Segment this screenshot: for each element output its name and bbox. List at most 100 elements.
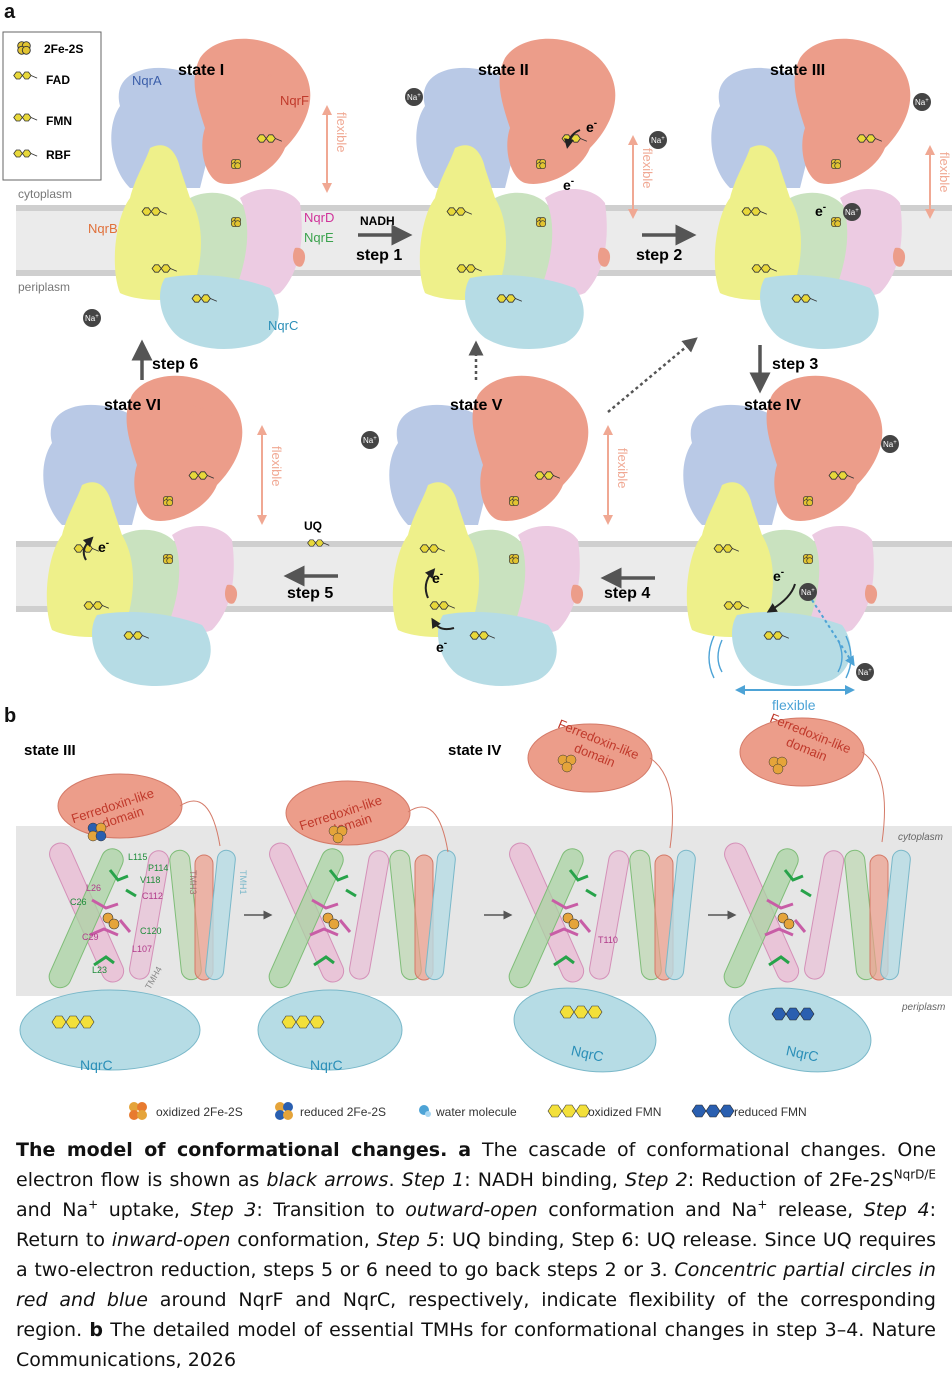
step-label: step 2 (636, 247, 682, 264)
water-molecule-icon (419, 1105, 431, 1117)
flexible-label: flexible (615, 448, 630, 488)
svg-text:Na+: Na+ (85, 314, 99, 323)
svg-text:V118: V118 (140, 875, 160, 885)
svg-text:L26: L26 (86, 883, 101, 893)
svg-text:L115: L115 (128, 852, 147, 862)
state-label: state II (478, 62, 529, 79)
sodium-ion-icon (856, 663, 874, 681)
svg-text:C29: C29 (82, 932, 99, 942)
sodium-ion-icon (913, 93, 931, 111)
caption-panel-a: a (458, 1139, 472, 1161)
svg-text:C120: C120 (140, 926, 162, 936)
iron-sulfur-cluster-icon (17, 41, 31, 55)
residue-labels: L115 P114 V118 L26 C112 C26 C120 C29 L10… (70, 852, 618, 991)
caption-text: : NADH binding, (464, 1169, 626, 1191)
svg-text:e-: e- (436, 638, 447, 655)
periplasm-label: periplasm (901, 1002, 945, 1013)
state-label: state IV (744, 397, 801, 414)
svg-text:Na+: Na+ (915, 98, 929, 107)
legend-label: FAD (46, 73, 70, 87)
step-arrows: NADH step 1 step 2 step 3 step 4 step 5 … (131, 214, 818, 602)
caption-text: : Reduction of 2Fe-2S (687, 1169, 894, 1191)
subunit-label: NqrB (88, 221, 118, 236)
svg-text:P114: P114 (148, 863, 168, 873)
svg-text:NqrC: NqrC (570, 1042, 605, 1064)
svg-text:Na+: Na+ (883, 440, 897, 449)
step-label: step 1 (356, 247, 402, 264)
caption-text: : UQ binding, Step 6: UQ release. Since … (16, 1229, 936, 1281)
svg-text:e-: e- (773, 567, 784, 584)
svg-text:oxidized FMN: oxidized FMN (588, 1105, 661, 1119)
svg-text:C26: C26 (70, 897, 87, 907)
flexible-label: flexible (937, 152, 952, 192)
oxidized-iron-sulfur-icon (129, 1102, 147, 1120)
svg-text:L107: L107 (132, 944, 152, 954)
svg-text:C112: C112 (142, 891, 163, 901)
caption-emphasis: inward-open (111, 1229, 231, 1251)
caption-step: Step 4 (863, 1199, 930, 1221)
caption-emphasis: black arrows (266, 1169, 389, 1191)
caption-text: uptake, (98, 1199, 191, 1221)
sodium-ion-icon (83, 309, 101, 327)
flexible-label: flexible (640, 148, 655, 188)
subunit-label: NqrC (268, 318, 298, 333)
state-label: state I (178, 62, 224, 79)
svg-text:T110: T110 (598, 935, 618, 945)
caption-text: release, (767, 1199, 864, 1221)
caption-step: Step 1 (401, 1169, 465, 1191)
svg-text:e-: e- (815, 202, 826, 219)
svg-text:Na+: Na+ (801, 588, 815, 597)
step-label: step 5 (287, 585, 333, 602)
caption-emphasis: Concentric partial circles in red and bl… (16, 1259, 936, 1311)
complex-state-2 (416, 39, 615, 349)
subunit-label: NqrE (304, 230, 334, 245)
caption-sup: + (88, 1197, 99, 1212)
svg-text:e-: e- (586, 118, 597, 135)
caption-emphasis: outward-open (405, 1199, 538, 1221)
sodium-ion-icon (881, 435, 899, 453)
legend-label: FMN (46, 114, 72, 128)
figure-canvas: a cytoplasm periplasm 2Fe-2S FAD FMN RBF… (2, 1, 952, 1120)
nqrc-domains: NqrC NqrC NqrC NqrC (19, 987, 872, 1073)
svg-text:reduced 2Fe-2S: reduced 2Fe-2S (300, 1105, 386, 1119)
svg-text:water molecule: water molecule (435, 1105, 517, 1119)
step-label: step 4 (604, 585, 650, 602)
svg-text:e-: e- (432, 569, 443, 586)
svg-text:Na+: Na+ (858, 668, 872, 677)
subunit-label: NqrA (132, 73, 162, 88)
figure-caption: The model of conformational changes. a T… (16, 1135, 936, 1375)
svg-text:L23: L23 (92, 965, 107, 975)
caption-text: : Return to (16, 1199, 937, 1251)
step-label: step 3 (772, 356, 818, 373)
state-label: state VI (104, 397, 161, 414)
svg-text:Na+: Na+ (363, 436, 377, 445)
reduced-iron-sulfur-icon (275, 1102, 293, 1120)
panel-a-label: a (4, 1, 16, 23)
panel-b-legend: oxidized 2Fe-2S reduced 2Fe-2S water mol… (129, 1102, 807, 1120)
caption-step: Step 3 (190, 1199, 257, 1221)
cytoplasm-label: cytoplasm (18, 187, 72, 201)
state-label: state III (770, 62, 825, 79)
caption-text: around NqrF and NqrC, respectively, indi… (16, 1289, 936, 1341)
caption-text: . (388, 1169, 402, 1191)
state-label: state IV (448, 742, 501, 759)
oxidized-fmn-icon (547, 1104, 591, 1118)
caption-text: and Na (16, 1199, 89, 1221)
reduced-fmn-icon (691, 1104, 735, 1118)
sodium-ion-icon (361, 431, 379, 449)
ferredoxin-domains: Ferredoxin-like domain Ferredoxin-like d… (57, 710, 885, 853)
svg-text:NqrC: NqrC (310, 1057, 343, 1073)
svg-text:e-: e- (563, 176, 574, 193)
caption-text: conformation and Na (537, 1199, 758, 1221)
caption-step: Step 5 (376, 1229, 439, 1251)
caption-sup: NqrD/E (893, 1167, 936, 1182)
svg-text:Na+: Na+ (651, 136, 665, 145)
legend-label: RBF (46, 148, 71, 162)
svg-text:Na+: Na+ (845, 208, 859, 217)
step-label: step 6 (152, 356, 198, 373)
cytoplasm-label: cytoplasm (898, 832, 943, 843)
legend-label: 2Fe-2S (44, 42, 83, 56)
svg-text:TMH3: TMH3 (188, 870, 198, 895)
sodium-ion-icon (843, 203, 861, 221)
uq-label: UQ (304, 519, 322, 533)
